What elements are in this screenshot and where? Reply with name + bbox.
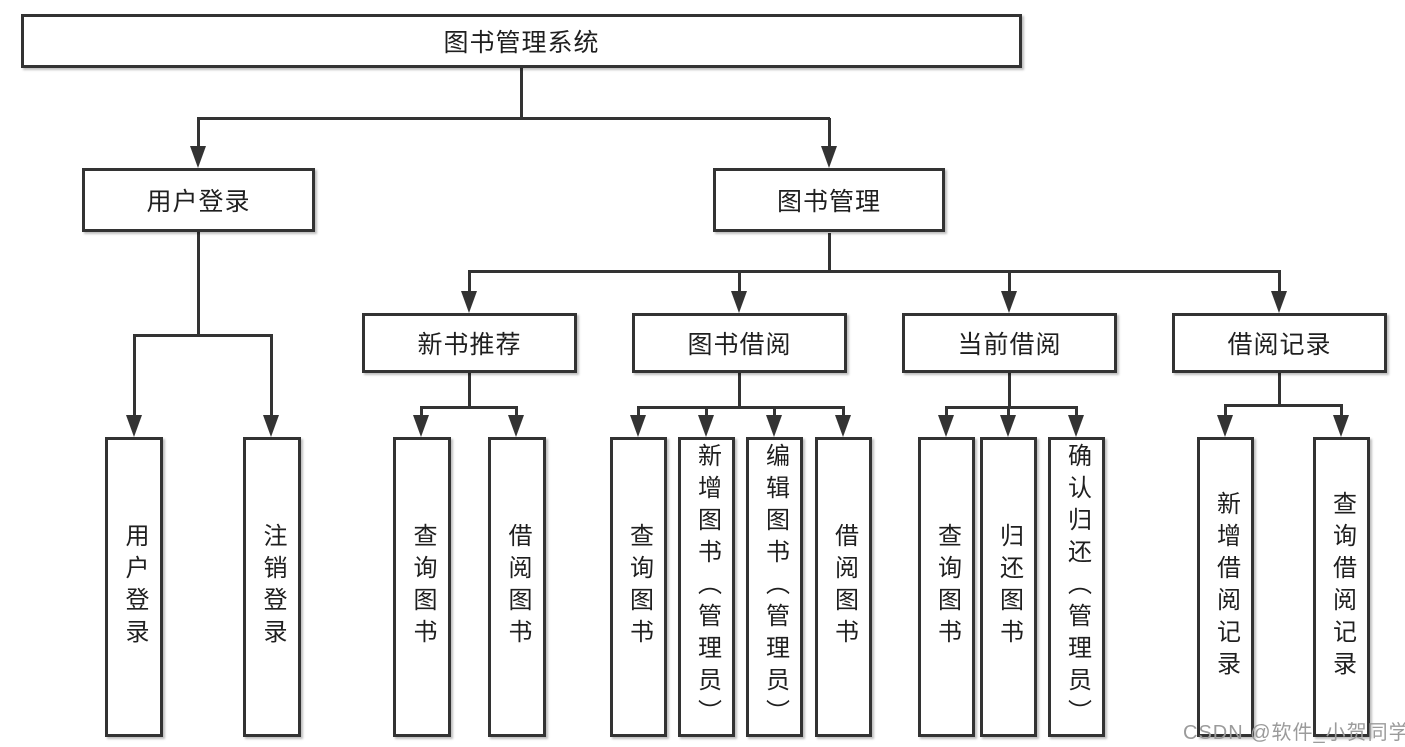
connector-line <box>738 373 741 407</box>
leaf-query-book-3: 查询图书 <box>918 437 975 737</box>
node-label: 图书借阅 <box>687 331 792 359</box>
node-book-management: 图书管理 <box>713 168 945 232</box>
node-label: 新书推荐 <box>417 331 522 359</box>
node-label: 当前借阅 <box>957 331 1062 359</box>
arrow-down-icon <box>413 415 429 437</box>
connector-line <box>1008 373 1011 407</box>
leaf-edit-book-admin: 编辑图书（管理员） <box>746 437 803 737</box>
leaf-confirm-return-admin: 确认归还（管理员） <box>1048 437 1105 737</box>
arrow-down-icon <box>190 146 206 168</box>
connector-line <box>738 271 741 293</box>
node-label: 查询借阅记录 <box>1328 491 1356 683</box>
leaf-user-login: 用户登录 <box>105 437 163 737</box>
node-book-borrow: 图书借阅 <box>632 313 847 373</box>
leaf-query-borrow-record: 查询借阅记录 <box>1313 437 1370 737</box>
connector-line <box>520 68 523 118</box>
arrow-down-icon <box>1000 415 1016 437</box>
leaf-query-book-1: 查询图书 <box>393 437 451 737</box>
arrow-down-icon <box>938 415 954 437</box>
node-label: 图书管理 <box>776 188 881 216</box>
arrow-down-icon <box>630 415 646 437</box>
arrow-down-icon <box>1068 415 1084 437</box>
connector-line <box>270 335 273 417</box>
connector-line <box>468 270 1281 273</box>
connector-line <box>197 117 830 120</box>
arrow-down-icon <box>835 415 851 437</box>
leaf-add-book-admin: 新增图书（管理员） <box>678 437 735 737</box>
arrow-down-icon <box>508 415 524 437</box>
arrow-down-icon <box>1271 291 1287 313</box>
node-label: 编辑图书（管理员） <box>761 443 789 731</box>
leaf-add-borrow-record: 新增借阅记录 <box>1197 437 1254 737</box>
csdn-watermark: CSDN @软件_小贺同学 <box>1183 722 1405 744</box>
leaf-query-book-2: 查询图书 <box>610 437 667 737</box>
connector-line <box>197 118 200 150</box>
connector-line <box>705 407 708 418</box>
node-label: 借阅记录 <box>1227 331 1332 359</box>
arrow-down-icon <box>766 415 782 437</box>
arrow-down-icon <box>1001 291 1017 313</box>
leaf-borrow-book-1: 借阅图书 <box>488 437 546 737</box>
arrow-down-icon <box>1217 415 1233 437</box>
node-label: 借阅图书 <box>830 523 858 651</box>
connector-line <box>1224 405 1227 418</box>
leaf-borrow-book-2: 借阅图书 <box>815 437 872 737</box>
arrow-down-icon <box>821 146 837 168</box>
arrow-down-icon <box>698 415 714 437</box>
node-new-book-recommend: 新书推荐 <box>362 313 577 373</box>
connector-line <box>468 373 471 407</box>
connector-line <box>828 233 831 271</box>
connector-line <box>420 407 423 418</box>
connector-line <box>515 407 518 418</box>
node-label: 查询图书 <box>933 523 961 651</box>
connector-line <box>842 407 845 418</box>
node-label: 用户登录 <box>121 523 148 651</box>
node-label: 图书管理系统 <box>443 29 600 57</box>
connector-line <box>133 335 136 417</box>
node-label: 查询图书 <box>625 523 653 651</box>
connector-line <box>945 406 1078 409</box>
connector-line <box>133 334 273 337</box>
connector-line <box>1278 373 1281 405</box>
connector-line <box>773 407 776 418</box>
connector-line <box>637 407 640 418</box>
connector-line <box>1278 271 1281 293</box>
node-root: 图书管理系统 <box>21 14 1022 68</box>
node-label: 归还图书 <box>995 523 1023 651</box>
connector-line <box>1075 407 1078 418</box>
leaf-logout: 注销登录 <box>243 437 301 737</box>
node-label: 新增图书（管理员） <box>693 443 721 731</box>
node-borrow-record: 借阅记录 <box>1172 313 1387 373</box>
connector-line <box>197 232 200 335</box>
node-label: 借阅图书 <box>504 523 531 651</box>
node-label: 确认归还（管理员） <box>1063 443 1091 731</box>
node-label: 新增借阅记录 <box>1212 491 1240 683</box>
connector-line <box>420 406 518 409</box>
node-label: 用户登录 <box>146 188 251 216</box>
arrow-down-icon <box>1333 415 1349 437</box>
connector-line <box>637 406 845 409</box>
connector-line <box>1008 271 1011 293</box>
arrow-down-icon <box>263 415 279 437</box>
node-label: 注销登录 <box>259 523 286 651</box>
connector-line <box>1007 407 1010 418</box>
arrow-down-icon <box>126 415 142 437</box>
connector-line <box>468 271 471 293</box>
arrow-down-icon <box>461 291 477 313</box>
connector-line <box>1340 405 1343 418</box>
leaf-return-book: 归还图书 <box>980 437 1037 737</box>
node-label: 查询图书 <box>409 523 436 651</box>
connector-line <box>828 118 831 150</box>
node-user-login: 用户登录 <box>82 168 315 232</box>
connector-line <box>1224 404 1343 407</box>
arrow-down-icon <box>731 291 747 313</box>
connector-line <box>945 407 948 418</box>
node-current-borrow: 当前借阅 <box>902 313 1117 373</box>
